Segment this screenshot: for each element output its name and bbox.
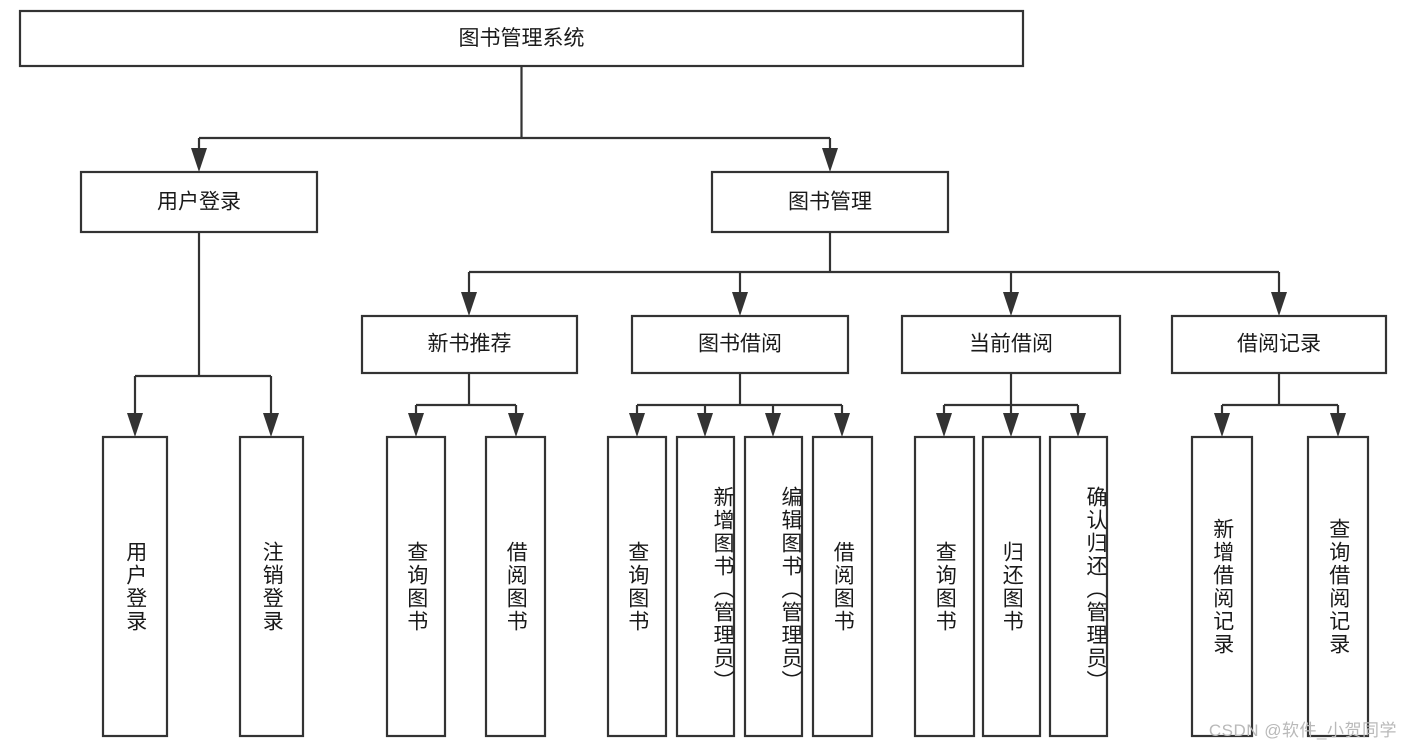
connector-userlogin-to-leaves — [127, 232, 279, 437]
node-root-label: 图书管理系统 — [459, 27, 585, 50]
leaf-box-add-book[interactable] — [675, 435, 736, 738]
connector-root-to-level2 — [191, 66, 838, 172]
csdn-watermark: CSDN @软件_小贺同学 — [1208, 721, 1397, 740]
leaf-box-query-book-2[interactable] — [606, 435, 668, 738]
leaf-box-edit-book[interactable] — [743, 435, 804, 738]
node-borrow-record-label: 借阅记录 — [1237, 333, 1321, 356]
node-book-manage[interactable]: 图书管理 — [710, 170, 950, 234]
connector-newbookrec-to-leaves — [408, 373, 524, 437]
leaf-box-query-book-1[interactable] — [385, 435, 447, 738]
node-user-login[interactable]: 用户登录 — [79, 170, 319, 234]
node-root[interactable]: 图书管理系统 — [18, 9, 1025, 68]
leaf-box-return-book[interactable] — [981, 435, 1042, 738]
node-current-borrow-label: 当前借阅 — [969, 333, 1053, 356]
leaf-box-query-record[interactable] — [1306, 435, 1370, 738]
node-borrow-record[interactable]: 借阅记录 — [1170, 314, 1388, 375]
leaf-boxes — [101, 435, 1370, 738]
node-current-borrow[interactable]: 当前借阅 — [900, 314, 1122, 375]
leaf-box-user-logout[interactable] — [238, 435, 305, 738]
node-book-borrow-label: 图书借阅 — [698, 333, 782, 356]
connector-borrowrecord-to-leaves — [1214, 373, 1346, 437]
leaf-box-add-record[interactable] — [1190, 435, 1254, 738]
connector-bookmanage-to-level3 — [461, 232, 1287, 316]
leaf-box-confirm-return[interactable] — [1048, 435, 1109, 738]
leaf-box-user-login[interactable] — [101, 435, 169, 738]
leaf-box-borrow-book-2[interactable] — [811, 435, 874, 738]
connector-bookborrow-to-leaves — [629, 373, 850, 437]
leaf-box-query-book-3[interactable] — [913, 435, 976, 738]
node-new-book-rec-label: 新书推荐 — [428, 333, 512, 356]
connector-currentborrow-to-leaves — [936, 373, 1086, 437]
node-user-login-label: 用户登录 — [157, 191, 241, 214]
node-book-borrow[interactable]: 图书借阅 — [630, 314, 850, 375]
node-new-book-rec[interactable]: 新书推荐 — [360, 314, 579, 375]
leaf-box-borrow-book-1[interactable] — [484, 435, 547, 738]
node-book-manage-label: 图书管理 — [788, 191, 872, 214]
